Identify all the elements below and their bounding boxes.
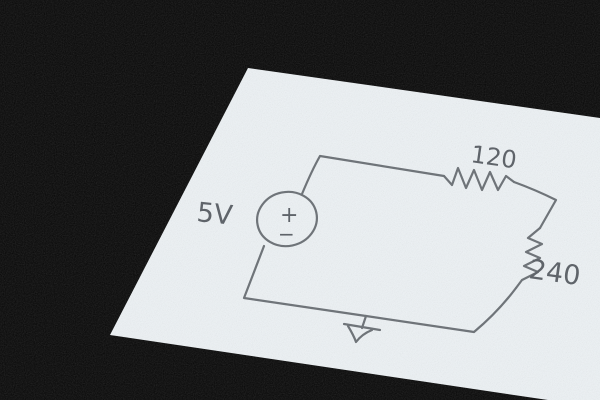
wire-top-right (512, 180, 558, 230)
source-plus: + (280, 203, 298, 228)
voltage-source (256, 190, 318, 248)
wire-top-left (300, 154, 446, 196)
wire-right-bottom (364, 286, 518, 334)
wire-bottom-left (242, 244, 368, 318)
source-label: 5V (195, 197, 234, 232)
resistor-right (514, 226, 544, 290)
resistor-right-label: 240 (527, 254, 582, 292)
resistor-top (442, 166, 516, 192)
resistor-top-label: 120 (469, 140, 518, 174)
source-minus: − (278, 222, 295, 246)
ground-symbol (342, 314, 382, 344)
